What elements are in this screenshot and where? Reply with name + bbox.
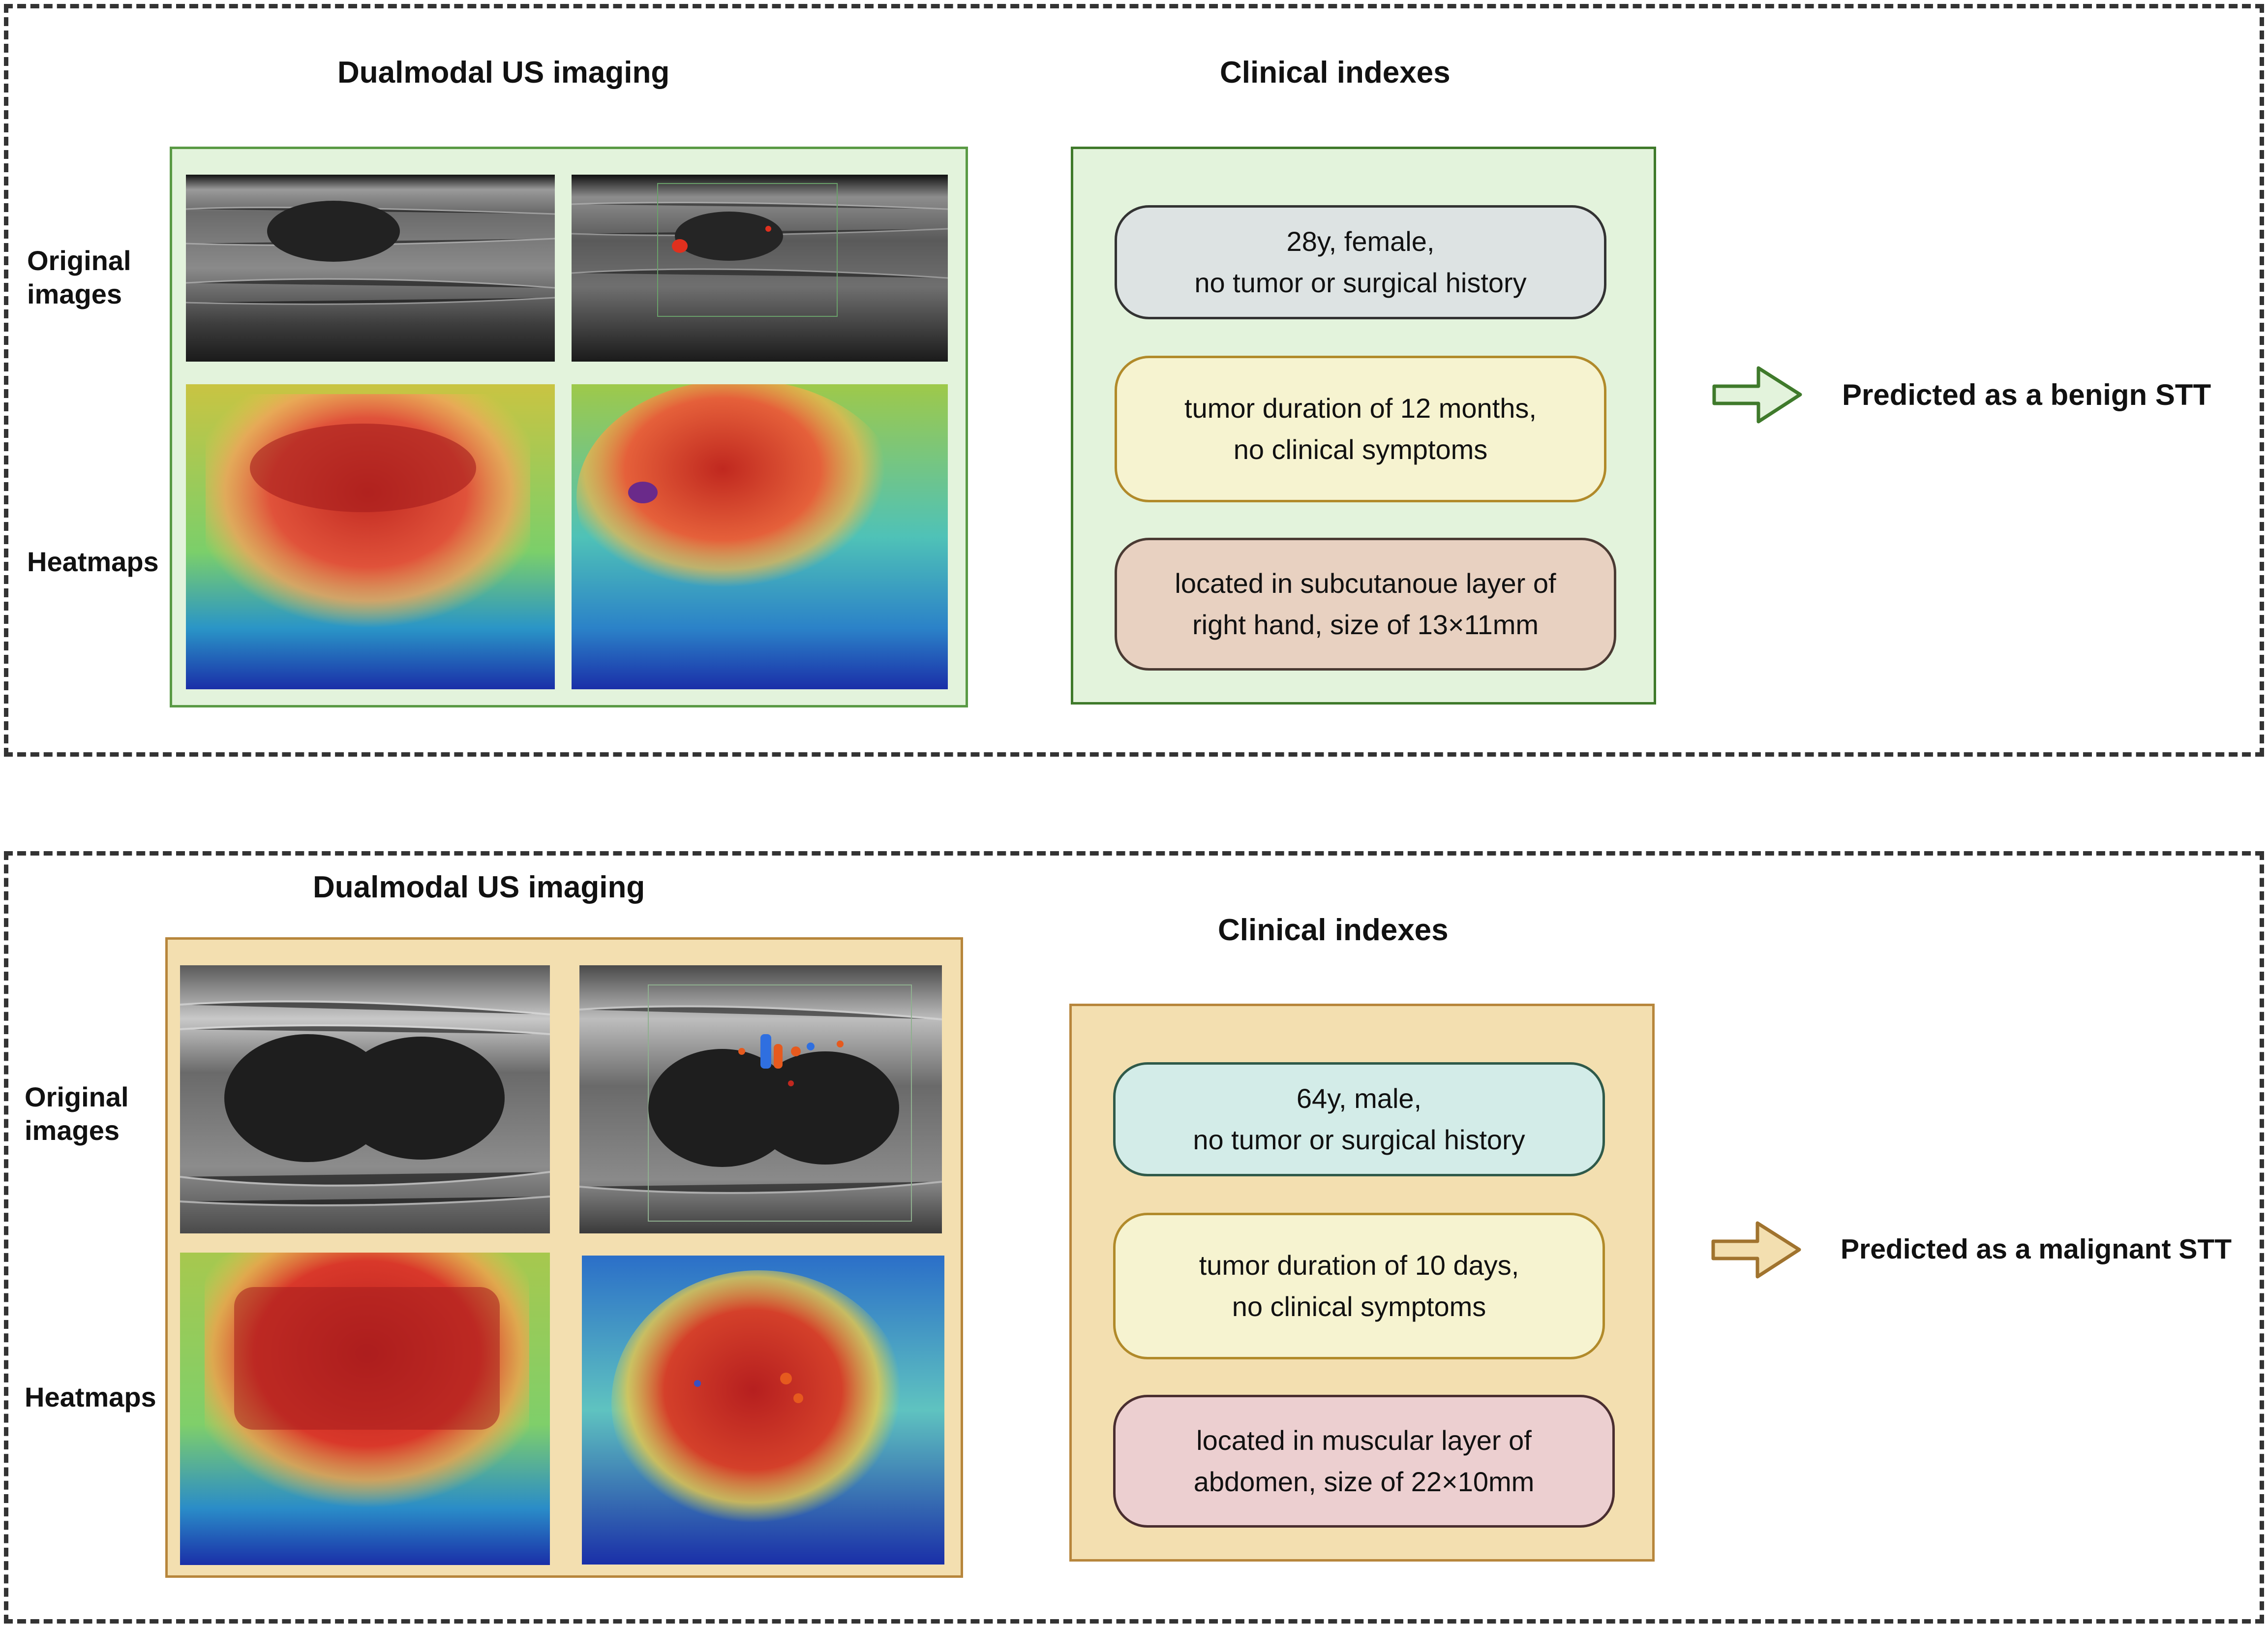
malignant-doppler-image	[579, 965, 942, 1233]
malignant-bmode-image	[180, 965, 550, 1233]
clinical-title: Clinical indexes	[1220, 56, 1451, 90]
row-label-heatmaps: Heatmaps	[25, 1381, 156, 1412]
benign-clinical-frame: 28y, female, no tumor or surgical histor…	[1071, 147, 1656, 705]
benign-case-panel	[4, 4, 2264, 757]
clinical-item-duration: tumor duration of 10 days, no clinical s…	[1113, 1213, 1605, 1359]
right-arrow-icon	[1711, 1221, 1801, 1279]
benign-doppler-heatmap	[572, 384, 948, 689]
clinical-item-location: located in subcutanoue layer of right ha…	[1115, 538, 1616, 671]
clinical-title: Clinical indexes	[1218, 913, 1449, 947]
malignant-bmode-heatmap	[180, 1253, 550, 1565]
imaging-title: Dualmodal US imaging	[313, 870, 645, 904]
clinical-item-location: located in muscular layer of abdomen, si…	[1113, 1395, 1615, 1528]
benign-bmode-heatmap	[186, 384, 555, 689]
row-label-heatmaps: Heatmaps	[27, 546, 159, 577]
malignant-case-panel	[4, 851, 2264, 1624]
benign-doppler-image	[572, 175, 948, 362]
malignant-doppler-heatmap	[582, 1256, 944, 1565]
row-label-original: Original images	[27, 245, 131, 309]
imaging-title: Dualmodal US imaging	[337, 56, 670, 90]
benign-image-frame	[170, 147, 968, 707]
clinical-item-demographics: 28y, female, no tumor or surgical histor…	[1115, 205, 1606, 319]
clinical-item-duration: tumor duration of 12 months, no clinical…	[1115, 356, 1606, 502]
malignant-prediction: Predicted as a malignant STT	[1841, 1233, 2232, 1265]
row-label-original: Original images	[25, 1081, 129, 1146]
right-arrow-icon	[1712, 366, 1802, 424]
clinical-item-demographics: 64y, male, no tumor or surgical history	[1113, 1062, 1605, 1176]
benign-bmode-image	[186, 175, 555, 362]
malignant-clinical-frame: 64y, male, no tumor or surgical history …	[1069, 1004, 1655, 1562]
malignant-image-frame	[165, 937, 963, 1578]
benign-prediction: Predicted as a benign STT	[1842, 378, 2211, 411]
